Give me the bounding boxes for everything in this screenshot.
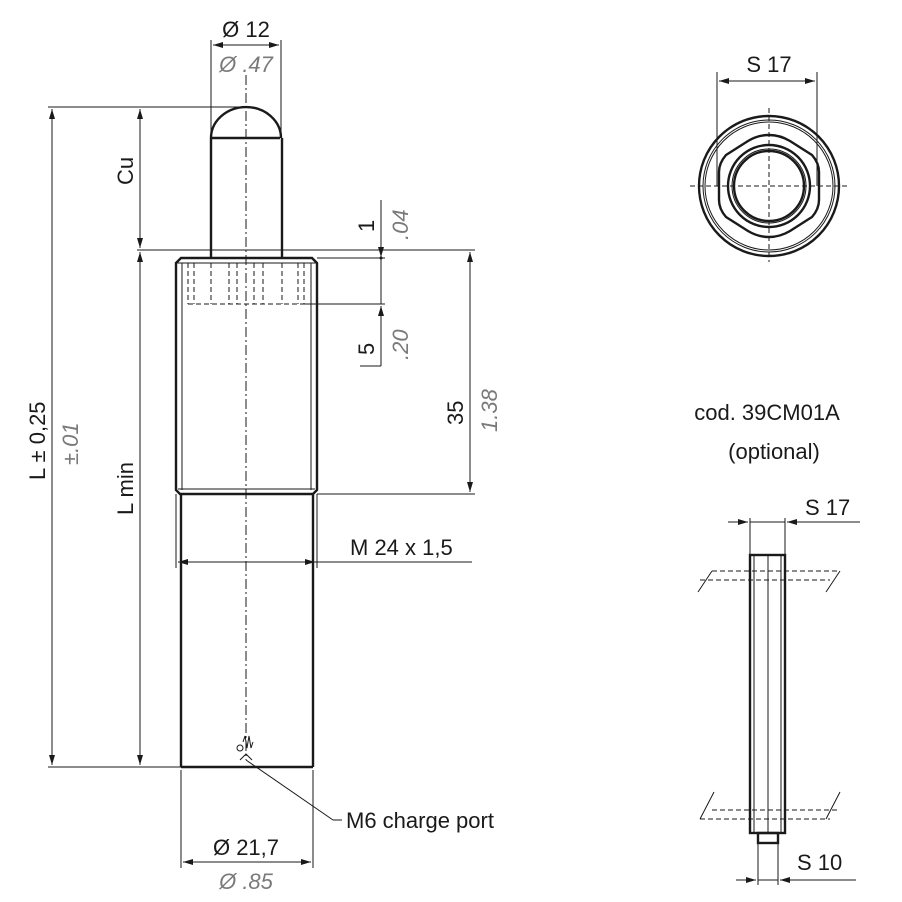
depth-inch: .20 — [388, 329, 413, 360]
key-code: cod. 39CM01A — [694, 400, 840, 425]
charge-port-icon — [236, 735, 254, 761]
charge-port-label: M6 charge port — [346, 808, 494, 833]
lower-body — [179, 494, 315, 769]
key-tool — [697, 518, 860, 885]
key-top-size: S 17 — [805, 495, 850, 520]
gap-mm: 1 — [354, 220, 379, 232]
rod-diameter-inch: Ø .47 — [218, 52, 274, 77]
rod-diameter-label: Ø 12 — [222, 17, 270, 42]
stroke-label: Cu — [113, 157, 138, 185]
body-diameter-inch: Ø .85 — [218, 869, 274, 894]
threaded-body — [140, 249, 319, 496]
thread-length-mm: 35 — [443, 401, 468, 425]
body-diameter-label: Ø 21,7 — [213, 835, 279, 860]
min-length-label: L min — [113, 462, 138, 515]
length-tolerance-inch: ±.01 — [58, 422, 83, 465]
thread-length-inch: 1.38 — [477, 388, 502, 432]
thread-spec-label: M 24 x 1,5 — [350, 535, 453, 560]
top-view — [690, 72, 850, 262]
key-note: (optional) — [728, 439, 820, 464]
key-bottom-size: S 10 — [797, 850, 842, 875]
top-view-wrench-size: S 17 — [746, 52, 791, 77]
depth-mm: 5 — [354, 343, 379, 355]
length-label: L ± 0,25 — [25, 401, 50, 480]
gap-inch: .04 — [388, 209, 413, 240]
